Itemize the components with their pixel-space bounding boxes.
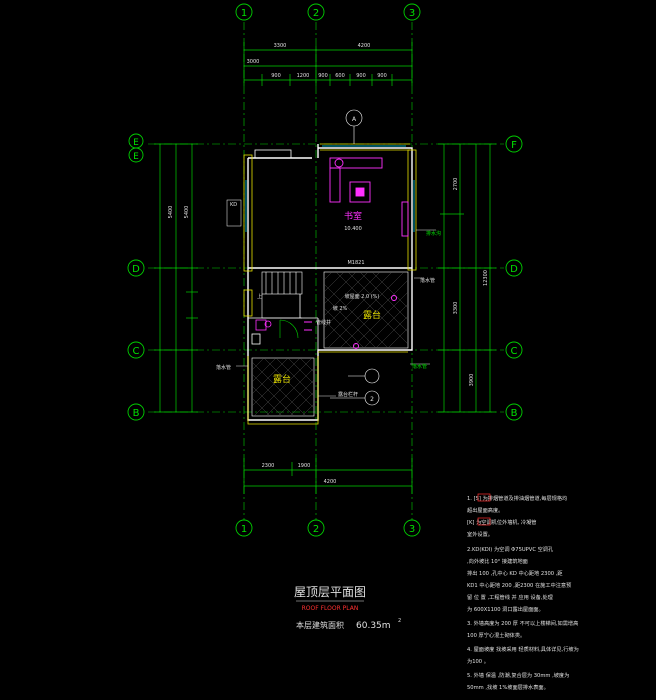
note-line: 100 厚宁心混土砌体类。 (467, 631, 525, 639)
note-line: 室外设置。 (467, 530, 493, 538)
note-line: 1. [S] 为排烟管道及排油烟管道,每层规格均 (467, 494, 567, 502)
grid-row-right-b: B (511, 408, 518, 419)
note-downpipe-1: 落水管 (420, 277, 435, 284)
note-line: ,向外坡比 10° 接建筑地面 (467, 557, 528, 565)
grid-row-left-e2: E (133, 152, 139, 162)
left-tag-box (226, 199, 242, 227)
right-dimension-chains (438, 143, 496, 413)
dim-left-v2: 5400 (184, 206, 190, 219)
dim-top-right: 4200 (358, 43, 371, 49)
top-dimension-chains (243, 42, 413, 86)
note-line: 排出 100 ,孔中心 KD 中心距地 2300 ,距 (467, 569, 563, 577)
vertical-dimension-texts: 5400 5400 2700 3300 3900 12300 (168, 178, 489, 387)
note-line: 2.KD(KDI) 为空调 Φ75UPVC 空调孔 (467, 545, 554, 553)
dim-top-sub-3: 900 (318, 73, 328, 79)
note-line: 3. 外墙高度为 200 厚 不可以上楼梯间,如需增高 (467, 619, 578, 627)
stair (261, 271, 303, 319)
grid-bubbles (127, 3, 523, 537)
room-level-study: 10.400 (344, 226, 362, 232)
callout-b-label: 2 (370, 396, 374, 403)
dim-right-v1: 2700 (453, 178, 459, 191)
note-drain-channel: 排水沟 (426, 230, 441, 237)
note-line: 4. 屋面坡度 找坡采用 轻质材料,具体详见,行坡为 (467, 645, 579, 653)
note-symbols (477, 493, 491, 526)
dimension-texts: 3300 4200 3000 900 1200 900 600 900 900 … (247, 43, 387, 485)
note-line: 留 位 置 ,工程管线 并 应用 设备,处理 (467, 593, 554, 601)
dim-top-sub-4: 600 (335, 73, 345, 79)
grid-row-left-e1: E (133, 138, 139, 148)
dim-right-v2: 3300 (453, 302, 459, 315)
note-line: 为100 。 (467, 657, 489, 665)
grid-col-3-top: 3 (409, 8, 415, 19)
grid-row-right-c: C (511, 346, 518, 357)
grid-col-3-bottom: 3 (409, 524, 415, 535)
dim-bottom-total: 4200 (324, 479, 337, 485)
dim-top-left: 3300 (274, 43, 287, 49)
note-downpipe-2: 落水管 (412, 363, 427, 370)
grid-row-right-d: D (510, 264, 518, 275)
grid-bubble-labels: 1 2 3 1 2 3 E E D C B F D C B (132, 8, 518, 535)
dim-right-v3: 3900 (469, 374, 475, 387)
dim-top-sub-2: 1200 (297, 73, 310, 79)
dim-top-sub-6: 900 (377, 73, 387, 79)
window-glazing (245, 145, 415, 232)
area-value: 60.35m (356, 621, 391, 631)
dim-right-total: 12300 (483, 270, 489, 286)
grid-row-left-b: B (133, 408, 140, 419)
note-line: 超出屋面高度。 (467, 506, 503, 514)
grid-col-2-bottom: 2 (313, 524, 319, 535)
drain-markers (304, 295, 397, 349)
left-tag: KD (230, 202, 237, 208)
dim-left-v1: 5400 (168, 206, 174, 219)
room-label-terrace-1: 露台 (363, 309, 381, 321)
terrace-2-parapet (247, 356, 319, 425)
grid-col-1-bottom: 1 (241, 524, 247, 535)
callout-a-label: A (352, 116, 357, 123)
stair-roof-note: 坡屋面 2.0 (%) (345, 293, 380, 300)
beam-label: M1821 (347, 260, 364, 266)
note-line: 50mm ,找坡 1%坡面层排水表面。 (467, 683, 549, 691)
note-terrace-railing: 露台栏杆 (338, 391, 358, 398)
note-line: 为 600X1100 洞口露出屋面面。 (467, 605, 544, 613)
bottom-dimension-chains (243, 458, 413, 494)
grid-col-2-top: 2 (313, 8, 319, 19)
dim-bottom-a: 2300 (262, 463, 275, 469)
notes-block: 1. [S] 为排烟管道及排油烟管道,每层规格均 超出屋面高度。 [K] 为空调… (467, 494, 579, 691)
axis-lines (148, 22, 504, 520)
dim-bottom-b: 1900 (298, 463, 311, 469)
terrace-2-hatch (251, 357, 315, 417)
room-label-terrace-2: 露台 (273, 373, 291, 385)
dim-top-sub-5: 900 (356, 73, 366, 79)
area-superscript: 2 (398, 618, 401, 624)
note-line: 5. 外墙 保温 ,防潮,复合层为 30mm ,坡度为 (467, 671, 569, 679)
bathroom-fixtures (251, 319, 272, 345)
pipe-well-label: 管线井 (316, 319, 331, 326)
stair-up-label: 上 (257, 293, 262, 300)
study-furniture (329, 157, 409, 237)
note-line: KD1 中心距地 200 ,距2300 在施工中注意预 (467, 581, 571, 589)
grid-row-left-d: D (132, 264, 140, 275)
dim-top-sub-0: 3000 (247, 59, 260, 65)
drawing-title-en: ROOF FLOOR PLAN (302, 605, 359, 612)
interior-partitions (248, 294, 319, 350)
slope-label: 坡 2% (333, 305, 348, 312)
leader-lines (236, 229, 436, 397)
detail-callouts (330, 109, 380, 406)
left-dimension-chains (154, 143, 198, 413)
drawing-title: 屋顶层平面图 (294, 585, 366, 599)
note-line: [K] 为空调机位外墙机, 冷凝管 (467, 518, 536, 526)
room-label-study: 书室 (344, 210, 362, 222)
note-downpipe-3: 落水管 (216, 364, 231, 371)
door-swing (279, 319, 299, 339)
dim-top-sub-1: 900 (271, 73, 281, 79)
grid-col-1-top: 1 (241, 8, 247, 19)
grid-row-right-f: F (511, 140, 517, 151)
area-label: 本层建筑面积 (296, 620, 344, 630)
grid-row-left-c: C (133, 346, 140, 357)
terrace-1-hatch (323, 271, 409, 349)
